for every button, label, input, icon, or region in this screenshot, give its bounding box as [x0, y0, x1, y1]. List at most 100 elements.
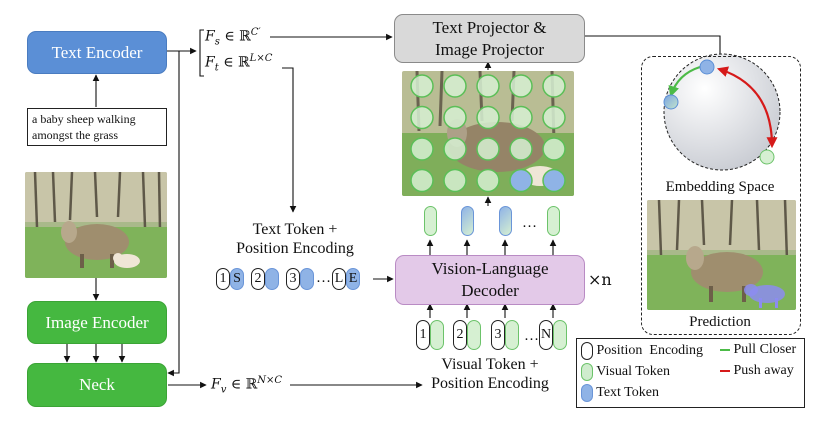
ft-sup: L×C [249, 53, 273, 64]
neck-label: Neck [79, 375, 115, 394]
fv-in: ∈ [230, 376, 242, 393]
output-token-text-matched [499, 206, 512, 236]
fs-set: ℝ [239, 28, 251, 45]
sheep-photo-input [25, 172, 167, 278]
visual-token-title-line1: Visual Token + [441, 356, 539, 373]
text-encoder-label: Text Encoder [51, 42, 143, 62]
grid-cell-visual [443, 137, 467, 161]
grid-cell-visual [542, 105, 566, 130]
text-token [300, 268, 314, 290]
grid-cell-visual [476, 137, 500, 161]
vision-language-decoder-block: Vision-Language Decoder [395, 255, 585, 305]
push-away-arc [716, 66, 778, 149]
text-token-title-line2: Position Encoding [236, 240, 354, 257]
grid-cell-text-matched [509, 168, 533, 193]
legend-visual-label: Visual Token [596, 364, 670, 380]
grid-cell-visual [410, 168, 434, 193]
text-token-ellipsis: … [316, 270, 331, 287]
token-grid-svg [402, 71, 574, 196]
arrow-ft-to-text-tokens [282, 67, 297, 213]
output-token-visual [424, 206, 437, 236]
input-image [25, 172, 167, 278]
legend-push-label: Push away [733, 363, 794, 378]
feature-bracket [199, 29, 204, 77]
legend: Position Encoding Visual Token Text Toke… [576, 338, 805, 408]
visual-token-title-line2: Position Encoding [431, 375, 549, 392]
decoder-label-line1: Vision-Language [431, 259, 549, 278]
fs-var: F [205, 28, 215, 45]
output-token-text-matched [461, 206, 474, 236]
grid-cell-text-matched [542, 168, 566, 193]
grid-cell-visual [443, 105, 467, 130]
output-token-ellipsis: … [522, 215, 537, 231]
visual-token-legend-icon [581, 363, 593, 381]
input-caption-box: a baby sheep walking amongst the grass [27, 108, 167, 146]
grid-cell-visual [410, 105, 434, 130]
grid-cell-visual [443, 168, 467, 193]
visual-token [467, 320, 481, 350]
visual-token [505, 320, 519, 350]
grid-cell-visual [476, 168, 500, 193]
fv-var: F [211, 376, 221, 393]
fs-sup: C′ [250, 27, 261, 38]
grid-cell-visual [410, 137, 434, 161]
output-token-visual [547, 206, 560, 236]
embedding-prediction-panel [641, 56, 801, 335]
text-encoder-block: Text Encoder [27, 31, 167, 74]
projector-block: Text Projector & Image Projector [394, 14, 585, 63]
embedding-sphere [663, 53, 781, 171]
text-token: S [230, 268, 244, 290]
legend-item-push: Push away [720, 363, 794, 379]
legend-item-text: Text Token [581, 384, 659, 402]
grid-cell-visual [443, 74, 467, 98]
ft-in: ∈ [223, 54, 234, 71]
positive-mixed-point [663, 94, 679, 110]
visual-position-encoding: 1 [416, 320, 430, 350]
visual-position-encoding: 3 [491, 320, 505, 350]
text-token-title-line1: Text Token + [252, 221, 338, 238]
decoder-label-line2: Decoder [461, 281, 519, 300]
visual-position-encoding: 2 [453, 320, 467, 350]
text-position-encoding: 1 [216, 268, 230, 290]
grid-cell-visual [476, 74, 500, 98]
legend-position-label: Position Encoding [596, 343, 704, 359]
grid-cell-visual [410, 74, 434, 98]
prediction-image [647, 200, 796, 310]
feature-ft: Ft ∈ ℝL×C [205, 53, 272, 73]
arrow-text-to-neck [167, 51, 180, 377]
decoder-repeat-label: ×n [588, 270, 612, 289]
feature-fv: Fv ∈ ℝN×C [211, 375, 282, 395]
visual-token [553, 320, 567, 350]
legend-text-label: Text Token [596, 385, 659, 401]
input-caption-text: a baby sheep walking amongst the grass [32, 112, 136, 142]
anchor-text-point [699, 59, 715, 75]
ft-set: ℝ [238, 54, 250, 71]
prediction-label: Prediction [689, 314, 751, 330]
fv-sup: N×C [257, 375, 283, 386]
text-token-legend-icon [581, 384, 593, 402]
fs-sub: s [214, 36, 220, 48]
pull-closer-legend-line [720, 348, 730, 351]
visual-position-encoding: N [539, 320, 553, 350]
fv-set: ℝ [245, 376, 258, 393]
grid-cell-visual [509, 74, 533, 98]
legend-pull-label: Pull Closer [733, 342, 797, 357]
text-token [265, 268, 279, 290]
text-token: E [346, 268, 360, 290]
fv-sub: v [220, 384, 227, 396]
fs-in: ∈ [224, 28, 235, 45]
sheep-photo-prediction [647, 200, 796, 310]
grid-cell-visual [542, 137, 566, 161]
token-grid-image [402, 71, 574, 196]
push-away-legend-line [720, 369, 730, 372]
feature-fs: Fs ∈ ℝC′ [205, 27, 261, 47]
projector-label-line2: Image Projector [434, 39, 545, 59]
grid-cell-visual [542, 74, 566, 98]
grid-cell-visual [509, 105, 533, 130]
projector-label-line1: Text Projector & [432, 17, 547, 37]
embedding-space-label: Embedding Space [665, 179, 775, 195]
prediction-mask [744, 284, 785, 308]
text-position-encoding: L [332, 268, 346, 290]
